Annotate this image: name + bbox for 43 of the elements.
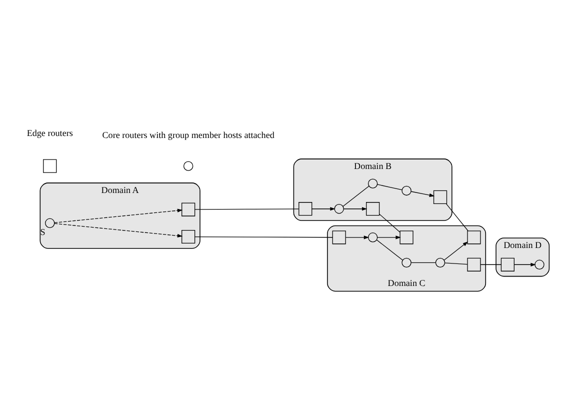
node-circle [534, 260, 544, 270]
arrow [377, 236, 401, 240]
legend-label: Core routers with group member hosts attached [102, 130, 274, 140]
cluster: Domain C [327, 225, 486, 292]
node-box [332, 230, 346, 244]
connector [446, 204, 468, 232]
node-circle [402, 186, 412, 196]
node-circle [435, 258, 446, 268]
connector [194, 208, 300, 210]
node-circle [402, 258, 412, 268]
node-circle [45, 218, 55, 228]
node-box [298, 202, 312, 216]
arrow [54, 208, 183, 224]
node-box [500, 258, 514, 272]
legend-label: Edge routers [26, 128, 73, 138]
arrow [343, 207, 368, 211]
node-box [182, 230, 196, 244]
connector [410, 262, 436, 263]
arrow [54, 223, 183, 238]
arrow [410, 191, 435, 197]
node-label: S [40, 226, 46, 237]
cluster: Domain D [496, 238, 550, 277]
node-box [433, 190, 448, 204]
arrow [345, 236, 370, 240]
connector [342, 186, 370, 207]
connector [377, 184, 402, 190]
node-circle [368, 178, 378, 188]
arrow [444, 242, 468, 260]
node-circle [334, 204, 344, 214]
cluster: Domain B [293, 158, 452, 221]
node-box [366, 202, 380, 216]
node-box [182, 202, 196, 216]
connector [194, 236, 333, 238]
connector [376, 240, 403, 260]
arrow [312, 207, 336, 211]
connector [480, 264, 502, 265]
node-box [467, 258, 481, 272]
node-circle [368, 232, 378, 242]
connector [379, 214, 400, 233]
node-box [467, 230, 481, 244]
node-box [400, 230, 414, 244]
arrow [514, 262, 536, 266]
connector [444, 262, 468, 265]
